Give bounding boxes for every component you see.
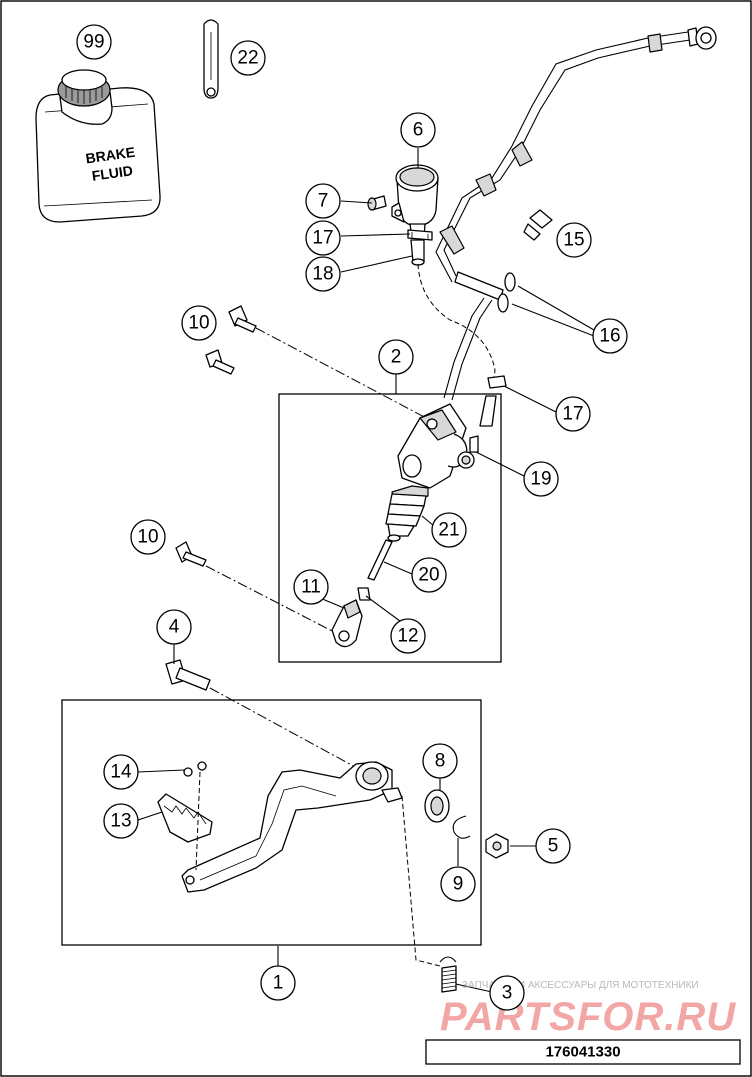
svg-text:3: 3: [502, 983, 513, 1004]
brake-line: [435, 26, 717, 401]
callout-4: 4: [156, 609, 192, 645]
callout-10-lower: 10: [130, 519, 166, 555]
svg-text:18: 18: [312, 264, 333, 285]
bottle-label-line1: BRAKE: [85, 144, 137, 167]
hose-clamp-upper: [407, 229, 433, 241]
watermark-logo: PARTSFOR.RU: [440, 995, 736, 1039]
svg-text:99: 99: [83, 32, 104, 53]
callout-7: 7: [305, 183, 341, 219]
svg-text:10: 10: [137, 527, 158, 548]
svg-text:2: 2: [391, 347, 402, 368]
svg-text:1: 1: [273, 973, 284, 994]
fluid-reservoir: [391, 164, 439, 239]
callout-9: 9: [440, 866, 476, 902]
svg-text:10: 10: [188, 313, 209, 334]
svg-text:13: 13: [110, 811, 131, 832]
step-screws: [183, 761, 207, 777]
bolt-lower: [175, 541, 207, 567]
svg-text:16: 16: [599, 326, 620, 347]
pedal-pivot-bolt: [165, 659, 211, 691]
svg-text:9: 9: [453, 874, 464, 895]
svg-text:20: 20: [418, 565, 439, 586]
callout-12: 12: [390, 618, 426, 654]
pivot-nut: [485, 833, 509, 859]
callout-18: 18: [305, 256, 341, 292]
split-pin: [203, 19, 219, 99]
pedal-bearing: [424, 789, 450, 823]
callout-14: 14: [103, 754, 139, 790]
brake-fluid-bottle: BRAKE FLUID: [35, 69, 161, 223]
svg-text:17: 17: [312, 228, 333, 249]
svg-text:7: 7: [318, 191, 329, 212]
svg-text:12: 12: [397, 626, 418, 647]
clevis: [331, 599, 363, 648]
banjo-bolt: [523, 209, 553, 241]
rubber-boot: [385, 493, 427, 537]
callout-3: 3: [489, 975, 525, 1011]
svg-text:4: 4: [169, 617, 180, 638]
part-number-box: [425, 1039, 741, 1065]
bottle-label-line2: FLUID: [91, 162, 134, 184]
hose-routing-line: [417, 263, 496, 381]
hose-fitting: [457, 435, 479, 469]
part-number-label: 176041330: [545, 1044, 620, 1061]
reservoir-hose-upper: [410, 239, 425, 266]
callout-11: 11: [293, 569, 329, 605]
svg-text:14: 14: [110, 762, 132, 783]
leader-lines: [137, 148, 595, 993]
svg-text:6: 6: [413, 120, 424, 141]
callout-1: 1: [260, 965, 296, 1001]
push-rod: [367, 534, 401, 581]
reservoir-screw: [367, 195, 387, 211]
callout-8: 8: [422, 743, 458, 779]
brake-pedal-group-box: [61, 699, 482, 946]
svg-text:8: 8: [435, 751, 446, 772]
pedal-step: [157, 793, 213, 843]
master-cylinder-group-box: [278, 393, 502, 663]
svg-text:19: 19: [530, 469, 551, 490]
callout-15: 15: [556, 222, 592, 258]
bolt-alignment-line-upper: [255, 327, 431, 421]
svg-text:22: 22: [237, 48, 258, 69]
watermark-tagline: ЗАПЧАСТИ И АКСЕССУАРЫ ДЛЯ МОТОТЕХНИКИ: [462, 980, 699, 991]
return-spring: [439, 956, 457, 993]
svg-text:21: 21: [438, 520, 459, 541]
callout-17-lower: 17: [555, 396, 591, 432]
bolt-upper-2: [205, 349, 235, 375]
callout-17-upper: 17: [305, 220, 341, 256]
callout-21: 21: [431, 512, 467, 548]
callout-2: 2: [378, 339, 414, 375]
bolt-alignment-line-lower: [205, 565, 335, 633]
svg-text:17: 17: [562, 404, 583, 425]
callout-20: 20: [411, 557, 447, 593]
svg-text:15: 15: [563, 230, 584, 251]
callout-22: 22: [230, 40, 266, 76]
callout-10-upper: 10: [181, 305, 217, 341]
callout-5: 5: [535, 828, 571, 864]
callout-99: 99: [76, 24, 112, 60]
svg-text:11: 11: [301, 577, 321, 598]
master-cylinder: [391, 403, 468, 501]
bolt-upper-1: [228, 305, 257, 333]
callout-13: 13: [103, 803, 139, 839]
callout-19: 19: [523, 461, 559, 497]
pivot-alignment-line: [209, 687, 369, 775]
callout-16: 16: [592, 318, 628, 354]
circlip: [452, 815, 471, 839]
brake-pedal: [181, 761, 403, 893]
svg-text:5: 5: [548, 836, 559, 857]
sealing-washers: [497, 272, 516, 313]
spring-alignment-line: [401, 795, 441, 967]
callout-6: 6: [400, 112, 436, 148]
hose-clamp-lower: [479, 375, 507, 427]
screw-alignment-line: [195, 771, 201, 871]
